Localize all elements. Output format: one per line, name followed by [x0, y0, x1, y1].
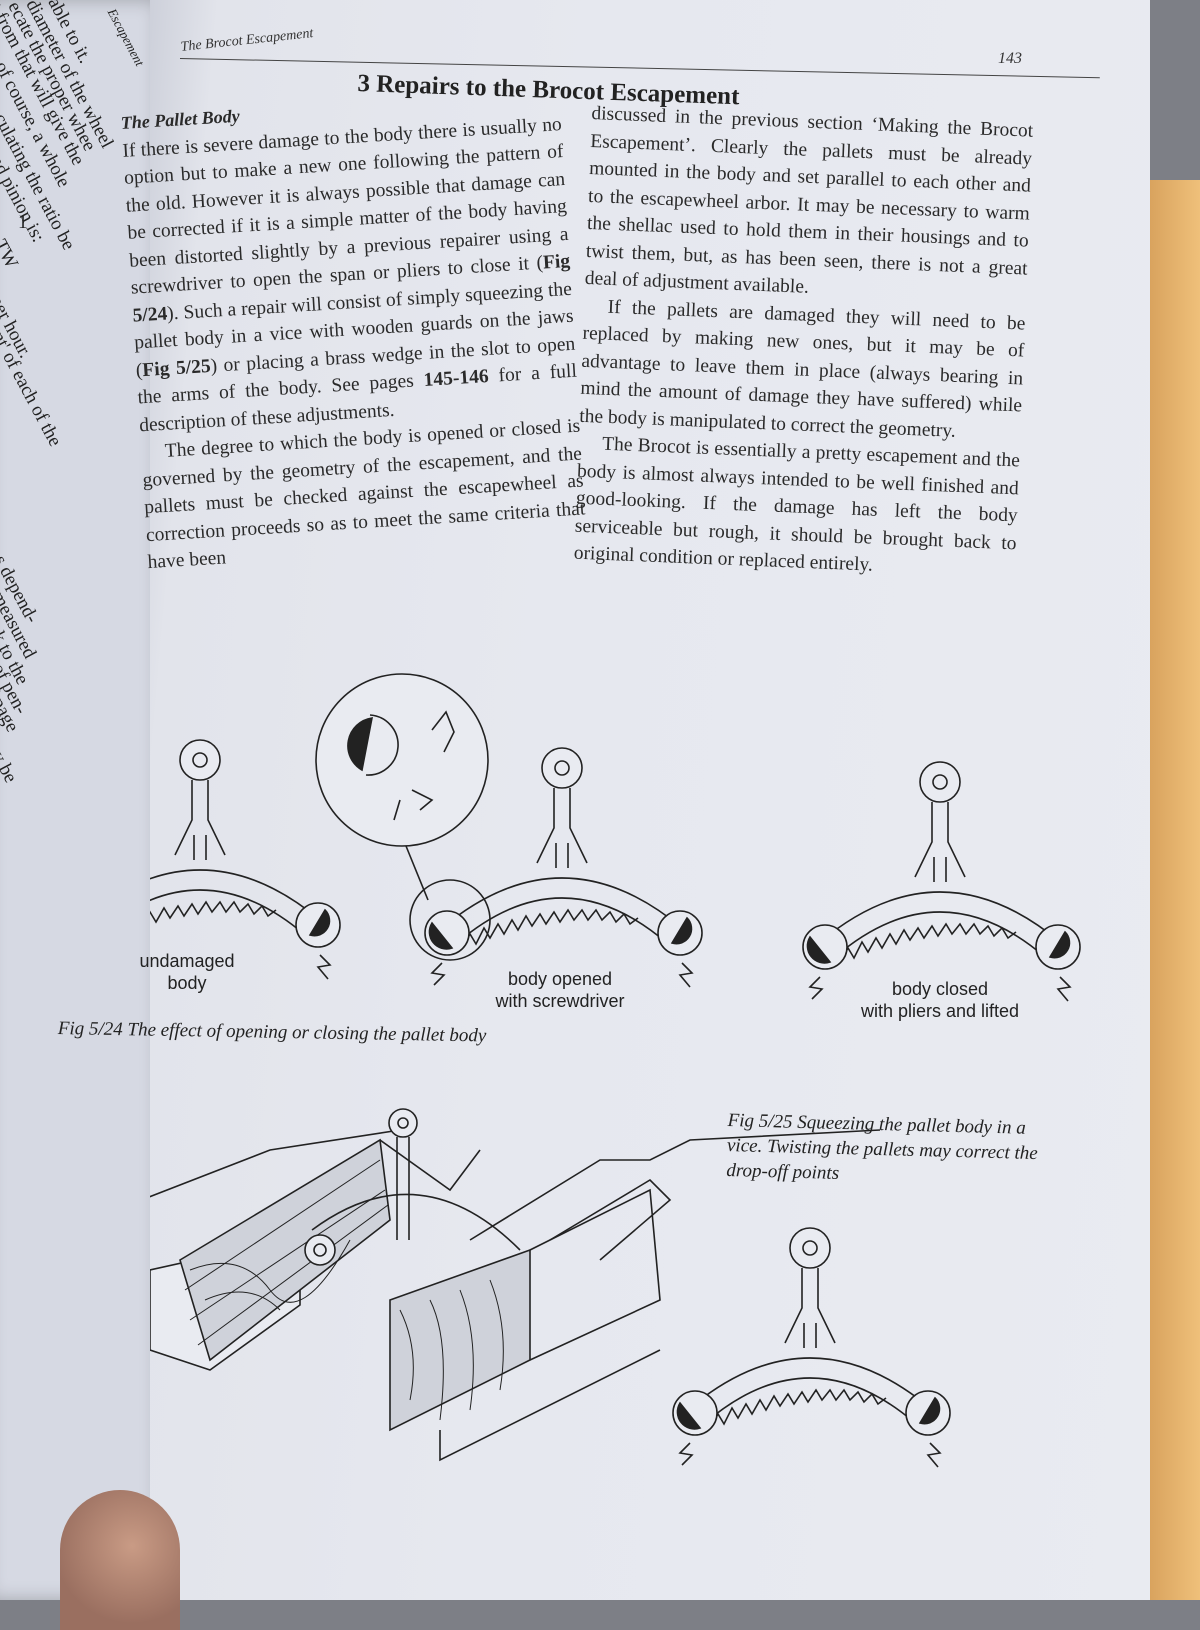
magnifier-source-circle [409, 879, 491, 961]
figure-5-25-escapement [672, 1227, 951, 1468]
figure-caption: Fig 5/25 Squeezing the pallet body in a … [726, 1109, 1038, 1184]
label-opened: body opened with screwdriver [495, 969, 625, 1011]
figure-5-24-drawing [150, 673, 1081, 1468]
left-fragment: y be [0, 748, 22, 787]
page: The Brocot Escapement 143 3 Repairs to t… [58, 0, 1150, 1600]
escapement-closed [802, 761, 1081, 1002]
left-fragment: 1 [18, 212, 28, 233]
left-fragment: TW [0, 236, 22, 272]
page-number: 143 [998, 50, 1022, 67]
escapement-undamaged [150, 739, 341, 980]
left-page: able to it. diameter of the wheel ecate … [0, 0, 170, 1600]
label-closed: body closed with pliers and lifted [860, 979, 1020, 1021]
magnifier-circle [315, 673, 489, 847]
thumb [60, 1490, 180, 1630]
book-edge [1150, 180, 1200, 1600]
figure-5-25-vice [150, 1108, 881, 1462]
left-fragment: Escapement [104, 6, 148, 69]
label-undamaged: undamaged body [139, 951, 235, 993]
